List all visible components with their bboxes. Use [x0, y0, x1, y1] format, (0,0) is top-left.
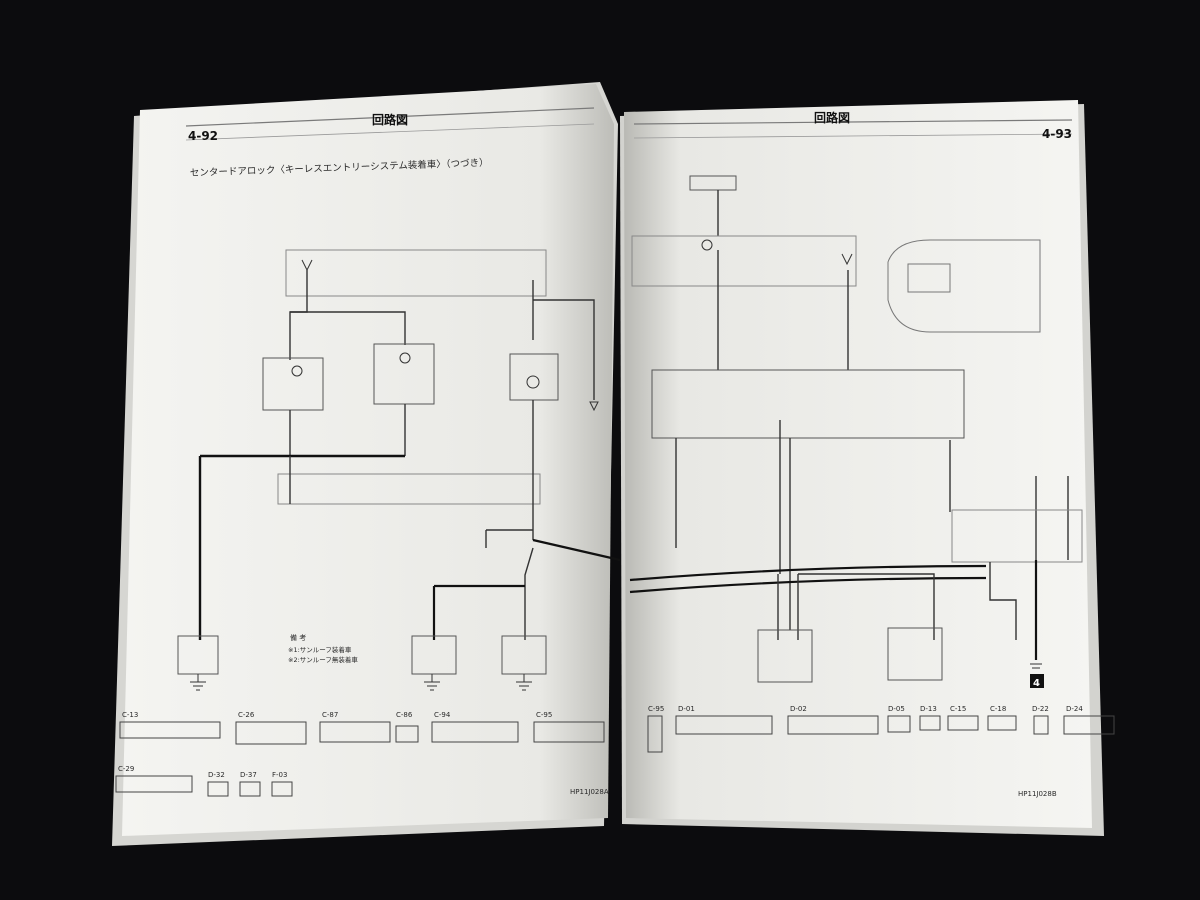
connector-r-c18: C-18 [990, 705, 1006, 713]
left-page-number: 4-92 [188, 129, 218, 143]
left-section-header: 回路図 [372, 112, 408, 127]
connector-r-d13: D-13 [920, 705, 937, 713]
connector-r-c15: C-15 [950, 705, 966, 713]
left-circuit-diagram [177, 249, 621, 691]
right-ground-mark [1030, 674, 1044, 688]
connector-r-c95: C-95 [648, 705, 664, 713]
connector-c29: C-29 [118, 765, 134, 773]
right-drawing-code: HP11J028B [1018, 790, 1057, 798]
connector-d32: D-32 [208, 771, 225, 779]
connector-r-d22: D-22 [1032, 705, 1049, 713]
right-page-number: 4-93 [1042, 127, 1072, 141]
right-section-header: 回路図 [814, 110, 850, 125]
connector-c95: C-95 [536, 711, 552, 719]
connector-d37: D-37 [240, 771, 257, 779]
left-page [122, 84, 614, 836]
left-drawing-code: HP11J028A [570, 788, 609, 796]
connector-c86: C-86 [396, 711, 413, 719]
connector-c87: C-87 [322, 711, 338, 719]
connector-r-d24: D-24 [1066, 705, 1083, 713]
connector-r-d05: D-05 [888, 705, 905, 713]
left-connector-strip [115, 721, 605, 797]
connector-c13: C-13 [122, 711, 138, 719]
connector-r-d02: D-02 [790, 705, 807, 713]
left-notes-heading: 備 考 [290, 633, 306, 642]
right-circuit-diagram [629, 175, 1083, 683]
connector-c94: C-94 [434, 711, 451, 719]
right-connector-strip [647, 715, 1115, 753]
connector-f03: F-03 [272, 771, 287, 779]
left-note-1: ※1:サンルーフ装着車 [288, 645, 352, 654]
svg-text:4: 4 [1033, 678, 1040, 689]
left-note-2: ※2:サンルーフ無装着車 [288, 655, 358, 664]
connector-r-d01: D-01 [678, 705, 695, 713]
connector-c26: C-26 [238, 711, 255, 719]
right-page [624, 100, 1092, 828]
